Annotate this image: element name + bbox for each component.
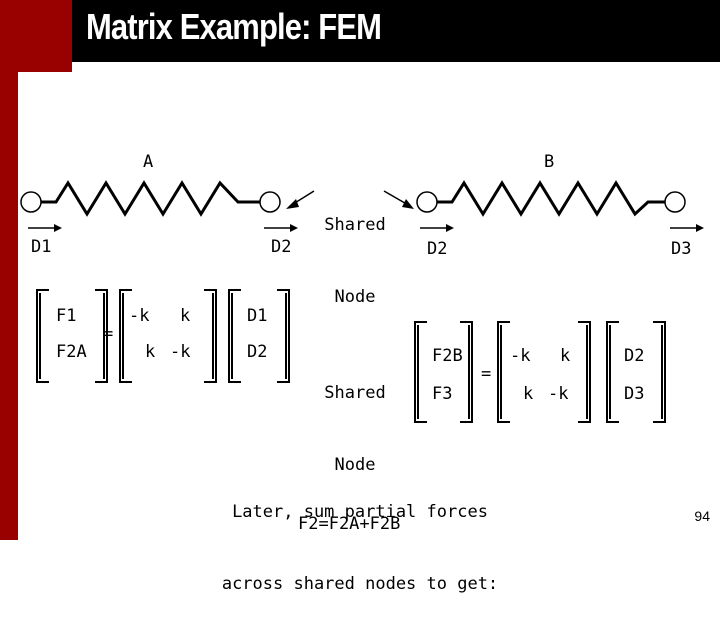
eq-a-m21: k [145, 342, 156, 362]
eq-b-lhs-1: F2B [432, 346, 463, 366]
node-d1 [20, 191, 42, 213]
arrow-d2-a [264, 224, 298, 232]
shared-node-middle-line2: Node [334, 455, 376, 475]
bracket-b-lhs [414, 321, 473, 423]
eq-b-rhs-1: D2 [624, 346, 645, 366]
spring-a [41, 180, 260, 217]
bracket-b-matrix [497, 321, 591, 423]
page-number: 94 [694, 508, 710, 524]
summary-result: F2=F2A+F2B [298, 514, 401, 534]
eq-b-m22: -k [548, 384, 569, 404]
eq-b-m21: k [523, 384, 534, 404]
slide-title: Matrix Example: FEM [86, 6, 382, 47]
diagram-graphics [20, 180, 704, 423]
shared-node-label-line1: Shared [324, 215, 386, 235]
shared-node-arrow-right [383, 190, 414, 209]
arrow-d3 [670, 224, 704, 232]
shared-node-label: Shared Node [305, 165, 405, 333]
arrow-d1 [28, 224, 62, 232]
summary-note-line1: Later, sum partial forces [232, 502, 488, 522]
d2-left-label: D2 [271, 237, 292, 257]
bracket-a-lhs [36, 289, 108, 383]
node-d2-a [259, 191, 281, 213]
shared-node-middle-label: Shared Node [305, 333, 405, 501]
d3-label: D3 [671, 239, 692, 259]
eq-a-m11: -k [129, 306, 150, 326]
eq-a-lhs-2: F2A [56, 342, 87, 362]
shared-node-arrow-left [286, 190, 315, 209]
shared-node-label-line2: Node [334, 287, 376, 307]
eq-a-rhs-1: D1 [247, 306, 268, 326]
eq-a-m12: k [180, 306, 191, 326]
eq-a-m22: -k [170, 342, 191, 362]
node-d3 [664, 191, 686, 213]
eq-a-rhs-2: D2 [247, 342, 268, 362]
arrow-d2-b [420, 224, 454, 232]
node-d2-b [416, 191, 438, 213]
bracket-b-rhs [606, 321, 666, 423]
spring-b [437, 180, 665, 217]
eq-b-m11: -k [510, 346, 531, 366]
bracket-a-rhs [228, 289, 290, 383]
eq-a-lhs-1: F1 [56, 306, 77, 326]
eq-b-m12: k [560, 346, 571, 366]
bracket-a-matrix [119, 289, 217, 383]
spring-b-label: B [544, 152, 555, 172]
title-accent-block [0, 0, 72, 62]
summary-note: Later, sum partial forces across shared … [160, 452, 560, 620]
d2-right-label: D2 [427, 239, 448, 259]
eq-b-equals: = [481, 364, 492, 384]
spring-a-label: A [143, 152, 154, 172]
shared-node-middle-line1: Shared [324, 383, 386, 403]
accent-ledge [0, 62, 72, 72]
title-bar [72, 0, 720, 62]
eq-b-lhs-2: F3 [432, 384, 453, 404]
left-accent-stripe [0, 62, 18, 540]
eq-b-rhs-2: D3 [624, 384, 645, 404]
eq-a-equals: = [103, 324, 114, 344]
summary-note-line2: across shared nodes to get: [221, 574, 499, 594]
d1-label: D1 [31, 237, 52, 257]
